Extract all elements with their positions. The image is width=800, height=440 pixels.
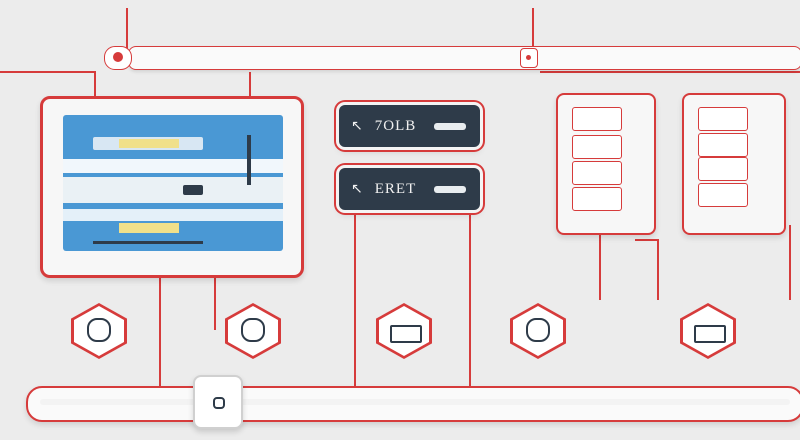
highlight-bar-1 bbox=[119, 139, 179, 148]
keyboard-icon bbox=[390, 325, 422, 343]
screen-row-5 bbox=[93, 241, 203, 244]
user-icon bbox=[87, 318, 111, 342]
top-rail[interactable] bbox=[128, 46, 800, 70]
keyboard-icon bbox=[694, 325, 726, 343]
list-item[interactable] bbox=[572, 187, 622, 211]
list-panel-2[interactable] bbox=[682, 93, 786, 235]
screen-row-3 bbox=[63, 177, 283, 203]
list-item[interactable] bbox=[698, 107, 748, 131]
list-item[interactable] bbox=[698, 133, 748, 157]
highlight-bar-2 bbox=[119, 223, 179, 233]
handle-dot-icon bbox=[213, 397, 225, 409]
arc-icon: ↖ bbox=[351, 118, 363, 134]
toolbar-widget-2[interactable]: ↖ ERET bbox=[339, 168, 480, 210]
top-rail-handle[interactable] bbox=[520, 48, 538, 68]
bottom-rail-track bbox=[40, 399, 790, 405]
toolbar-1-slider[interactable] bbox=[434, 122, 466, 130]
toolbar-widget-1[interactable]: ↖ 7OLB bbox=[339, 105, 480, 147]
list-item[interactable] bbox=[572, 135, 622, 159]
toolbar-2-slider[interactable] bbox=[434, 185, 466, 193]
list-item[interactable] bbox=[698, 157, 748, 181]
user-icon bbox=[526, 318, 550, 342]
screen-panel[interactable] bbox=[40, 96, 304, 278]
list-item[interactable] bbox=[572, 161, 622, 185]
screen-row-4 bbox=[63, 209, 283, 221]
user-icon bbox=[241, 318, 265, 342]
screen-row-2 bbox=[63, 159, 283, 173]
handle-dot-icon bbox=[526, 55, 531, 60]
record-button[interactable] bbox=[104, 46, 132, 70]
screen-display bbox=[63, 115, 283, 251]
bottom-rail-handle[interactable] bbox=[193, 375, 243, 429]
screen-slot bbox=[183, 185, 203, 195]
toolbar-2-label: ERET bbox=[374, 180, 417, 197]
pointer-icon bbox=[247, 135, 251, 185]
list-item[interactable] bbox=[698, 183, 748, 207]
record-dot-icon bbox=[113, 52, 123, 62]
list-panel-1[interactable] bbox=[556, 93, 656, 235]
toolbar-1-label: 7OLB bbox=[374, 117, 417, 134]
arc-icon: ↖ bbox=[351, 181, 363, 197]
list-item[interactable] bbox=[572, 107, 622, 131]
